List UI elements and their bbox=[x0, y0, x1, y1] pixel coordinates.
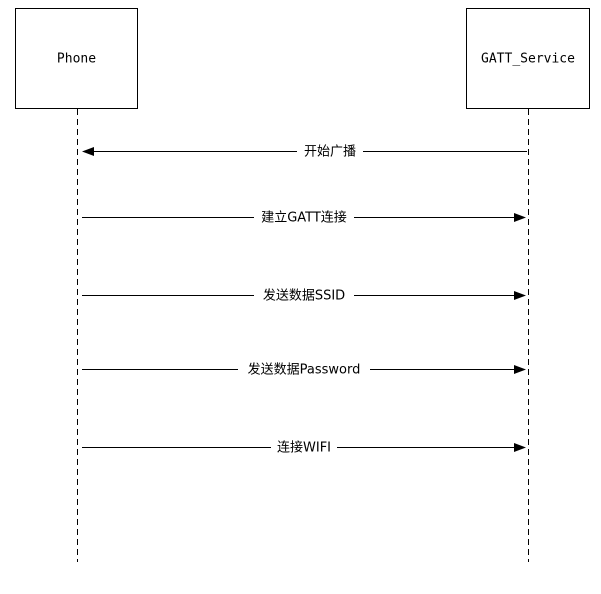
participant-phone-box[interactable] bbox=[15, 8, 138, 109]
message-label-bg bbox=[254, 209, 354, 226]
participant-gatt-service-label: GATT_Service bbox=[481, 52, 575, 67]
message-label: 发送数据Password bbox=[248, 362, 361, 378]
arrowhead-right-icon bbox=[514, 365, 526, 374]
participant-phone[interactable]: Phone bbox=[15, 8, 138, 109]
message-label: 发送数据SSID bbox=[263, 288, 345, 304]
message-label: 开始广播 bbox=[304, 145, 356, 160]
arrowhead-right-icon bbox=[514, 291, 526, 300]
arrowhead-left-icon bbox=[82, 147, 94, 156]
message-label-bg bbox=[271, 439, 337, 456]
arrowhead-right-icon bbox=[514, 443, 526, 452]
message-start-advertising[interactable]: 开始广播 bbox=[82, 143, 527, 160]
message-label-bg bbox=[238, 361, 370, 378]
message-send-password[interactable]: 发送数据Password bbox=[82, 361, 526, 378]
message-establish-gatt-connection[interactable]: 建立GATT连接 bbox=[82, 209, 526, 226]
participant-phone-label: Phone bbox=[57, 52, 96, 67]
message-label: 连接WIFI bbox=[277, 440, 331, 456]
message-send-ssid[interactable]: 发送数据SSID bbox=[82, 287, 526, 304]
message-connect-wifi[interactable]: 连接WIFI bbox=[82, 439, 526, 456]
participant-gatt-service[interactable]: GATT_Service bbox=[466, 8, 590, 109]
message-label: 建立GATT连接 bbox=[261, 210, 347, 226]
message-label-bg bbox=[297, 143, 363, 160]
message-label-bg bbox=[254, 287, 354, 304]
participant-gatt-service-box[interactable] bbox=[466, 8, 590, 109]
arrowhead-right-icon bbox=[514, 213, 526, 222]
